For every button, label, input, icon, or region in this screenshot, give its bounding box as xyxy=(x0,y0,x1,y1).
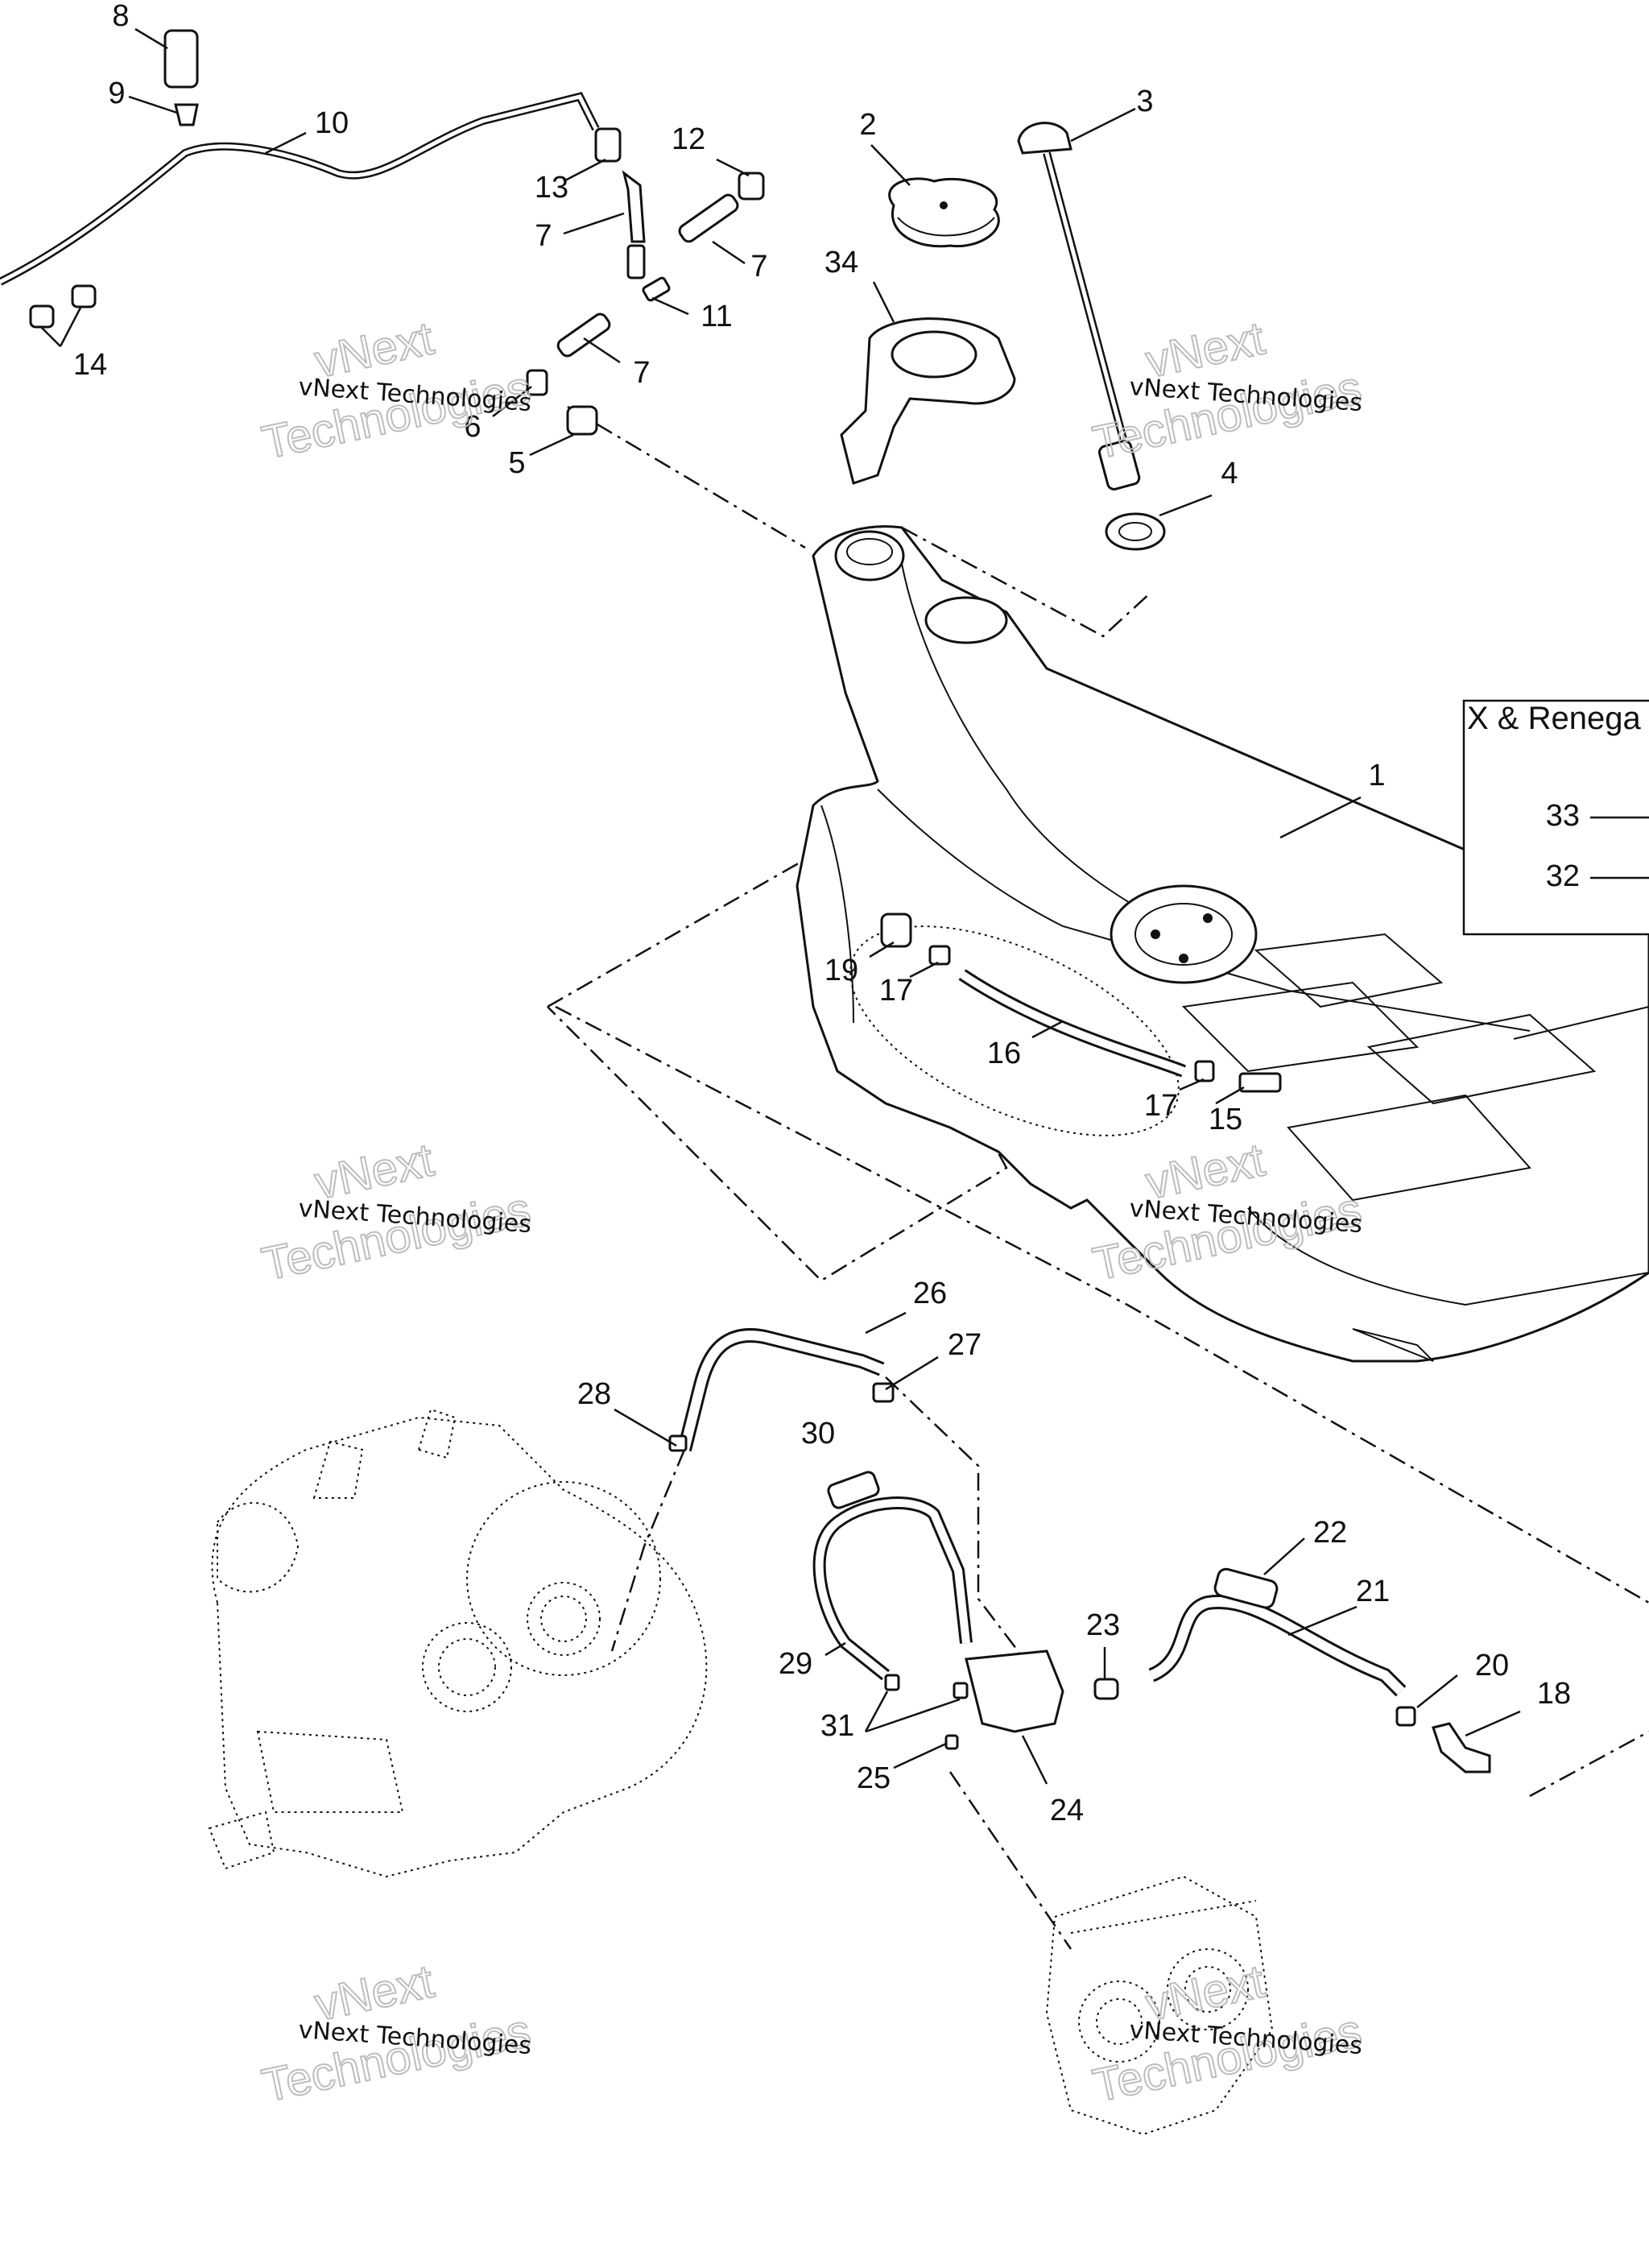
plug-14a xyxy=(29,304,55,329)
callout-22: 22 xyxy=(1313,1516,1347,1550)
callout-29: 29 xyxy=(779,1647,812,1681)
vent-valve-8 xyxy=(163,29,199,89)
callout-12: 12 xyxy=(672,122,705,156)
callout-20: 20 xyxy=(1475,1649,1509,1682)
callout-labels: 8 9 10 12 13 7 7 11 7 14 6 5 2 3 34 4 1 … xyxy=(73,0,1571,1827)
callout-2: 2 xyxy=(859,108,876,142)
grommet-4 xyxy=(1105,512,1166,551)
callout-27: 27 xyxy=(948,1328,982,1362)
fitting-18 xyxy=(1432,1722,1491,1773)
sleeve-22 xyxy=(1213,1567,1279,1609)
vent-hose-10 xyxy=(0,29,600,329)
engine xyxy=(208,1408,708,1878)
callout-25: 25 xyxy=(857,1761,891,1795)
callout-8: 8 xyxy=(112,0,129,33)
callout-21: 21 xyxy=(1356,1575,1390,1608)
hose-26 xyxy=(668,1328,895,1452)
vent-fitting-assembly xyxy=(526,127,765,436)
clamp-23 xyxy=(1093,1678,1119,1700)
callout-15: 15 xyxy=(1209,1103,1242,1136)
inset-item-32: 32 xyxy=(1546,859,1580,893)
watermark-2: vNext Technologies vNext Technologies xyxy=(1088,311,1367,470)
callout-17a: 17 xyxy=(879,974,913,1008)
carburetors xyxy=(1045,1875,1274,2136)
callout-23: 23 xyxy=(1086,1608,1120,1642)
watermark-6: vNext Technologies vNext Technologies xyxy=(1088,1954,1367,2113)
dipstick-3 xyxy=(1017,122,1141,490)
callout-14: 14 xyxy=(73,348,107,382)
watermarks: vNext Technologies vNext Technologies vN… xyxy=(257,311,1367,2113)
reference-lines xyxy=(547,405,1649,1950)
callout-7c: 7 xyxy=(633,356,650,390)
callout-16: 16 xyxy=(987,1037,1021,1070)
inset-item-33: 33 xyxy=(1546,799,1580,833)
callout-18: 18 xyxy=(1537,1677,1571,1711)
plug-14b xyxy=(71,284,97,308)
callout-9: 9 xyxy=(108,77,125,110)
model-inset: X & Renega 33 32 xyxy=(1462,699,1649,936)
watermark-1: vNext Technologies vNext Technologies xyxy=(257,311,536,470)
callout-3: 3 xyxy=(1136,85,1153,118)
watermark-3: vNext Technologies vNext Technologies xyxy=(257,1132,536,1291)
callout-26: 26 xyxy=(913,1277,947,1310)
fuel-cap-2 xyxy=(888,177,1000,248)
callout-31: 31 xyxy=(820,1709,854,1743)
fuel-tank-1 xyxy=(796,525,1649,1363)
callout-19: 19 xyxy=(824,954,858,987)
callout-30: 30 xyxy=(801,1417,835,1451)
callout-28: 28 xyxy=(577,1377,611,1411)
leader-lines xyxy=(39,27,1521,1785)
callout-10: 10 xyxy=(315,106,349,140)
callout-11: 11 xyxy=(701,300,732,333)
callout-4: 4 xyxy=(1221,457,1238,490)
callout-1: 1 xyxy=(1368,759,1385,793)
fuel-pump-assembly xyxy=(812,1471,1491,1773)
clip-9 xyxy=(174,103,199,126)
grommet-19 xyxy=(880,913,912,948)
callout-17b: 17 xyxy=(1144,1089,1178,1123)
fuel-pump-24 xyxy=(965,1649,1064,1733)
watermark-5: vNext Technologies vNext Technologies xyxy=(257,1954,536,2113)
sleeve-30 xyxy=(827,1471,880,1509)
callout-24: 24 xyxy=(1050,1794,1084,1827)
inset-title: X & Renega xyxy=(1467,701,1641,736)
callout-13: 13 xyxy=(535,171,568,205)
fuel-line-16 xyxy=(849,913,1282,1136)
callout-5: 5 xyxy=(508,446,525,480)
callout-7a: 7 xyxy=(535,219,552,253)
grommet-5 xyxy=(566,405,598,436)
callout-7b: 7 xyxy=(750,250,767,284)
callout-6: 6 xyxy=(464,410,481,444)
cap-holder-34 xyxy=(840,317,1016,485)
clamp-20 xyxy=(1395,1706,1416,1727)
callout-34: 34 xyxy=(824,246,858,279)
